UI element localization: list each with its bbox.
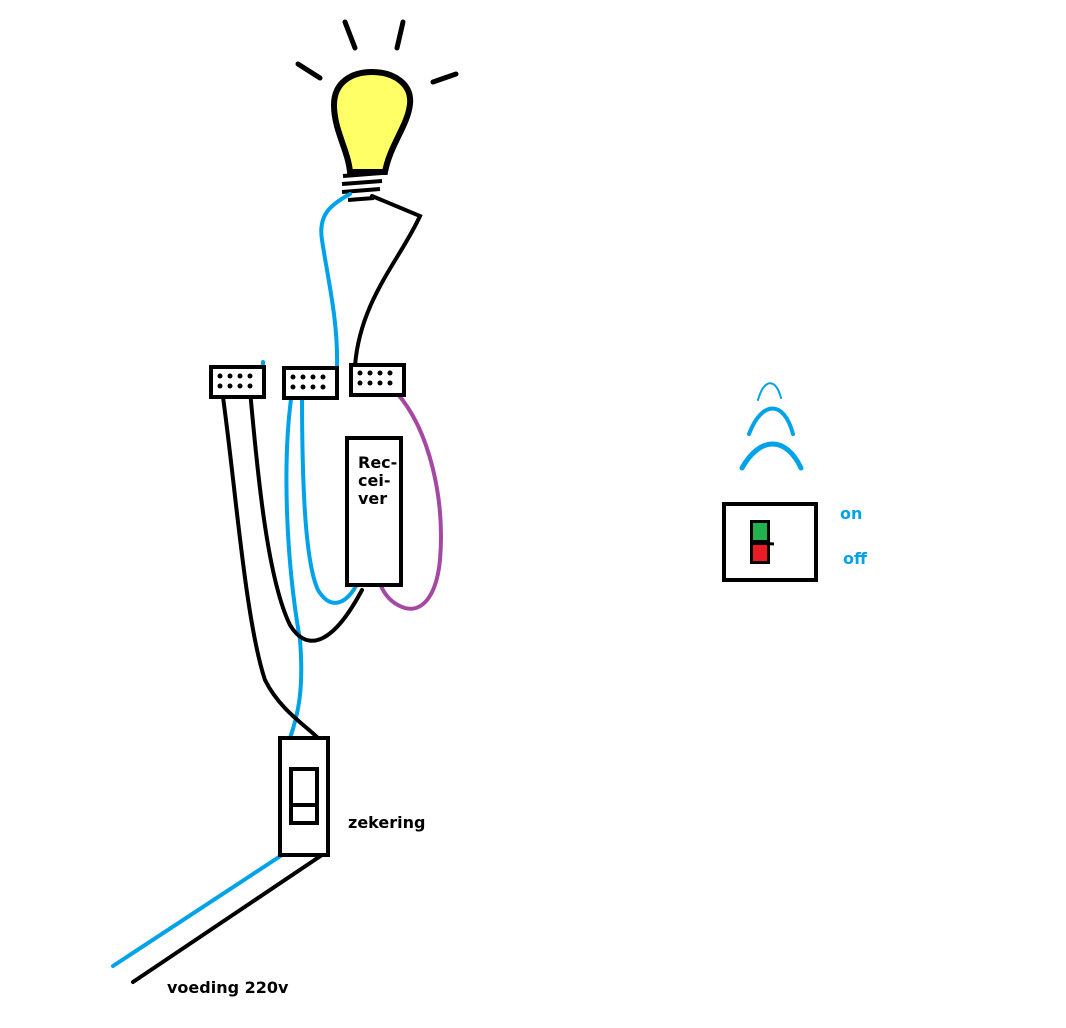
receiver-label-line: Rec- xyxy=(358,453,398,472)
bulb-live-wire xyxy=(353,194,423,368)
supply-live-wire xyxy=(131,853,324,984)
connector-blocks xyxy=(209,363,406,400)
off-label: off xyxy=(843,549,867,568)
light-bulb-icon xyxy=(330,68,414,202)
supply-neutral-wire xyxy=(111,853,284,968)
fuse-box xyxy=(278,736,330,857)
receiver-label: Rec- cei- ver xyxy=(358,454,397,508)
terminal-dots xyxy=(357,370,393,386)
on-label: on xyxy=(840,504,863,523)
off-button xyxy=(753,545,767,561)
terminal-dots xyxy=(290,374,326,390)
live-wire-2 xyxy=(248,388,364,643)
remote-switch[interactable] xyxy=(722,502,818,582)
terminal-dots xyxy=(217,373,253,389)
receiver-box xyxy=(345,436,403,587)
live-wire-1 xyxy=(220,388,320,740)
neutral-wire-1 xyxy=(284,390,304,740)
receiver-label-line: ver xyxy=(358,489,388,508)
signal-waves-icon xyxy=(739,382,804,471)
bulb-neutral-wire xyxy=(319,192,352,368)
neutral-wire-2 xyxy=(300,390,358,605)
connector-block xyxy=(209,363,406,400)
supply-label: voeding 220v xyxy=(167,978,289,997)
light-rays xyxy=(295,19,459,85)
on-button xyxy=(753,523,767,540)
switched-wire xyxy=(379,390,443,611)
fuse-label: zekering xyxy=(348,813,426,832)
receiver-label-line: cei- xyxy=(358,471,391,490)
